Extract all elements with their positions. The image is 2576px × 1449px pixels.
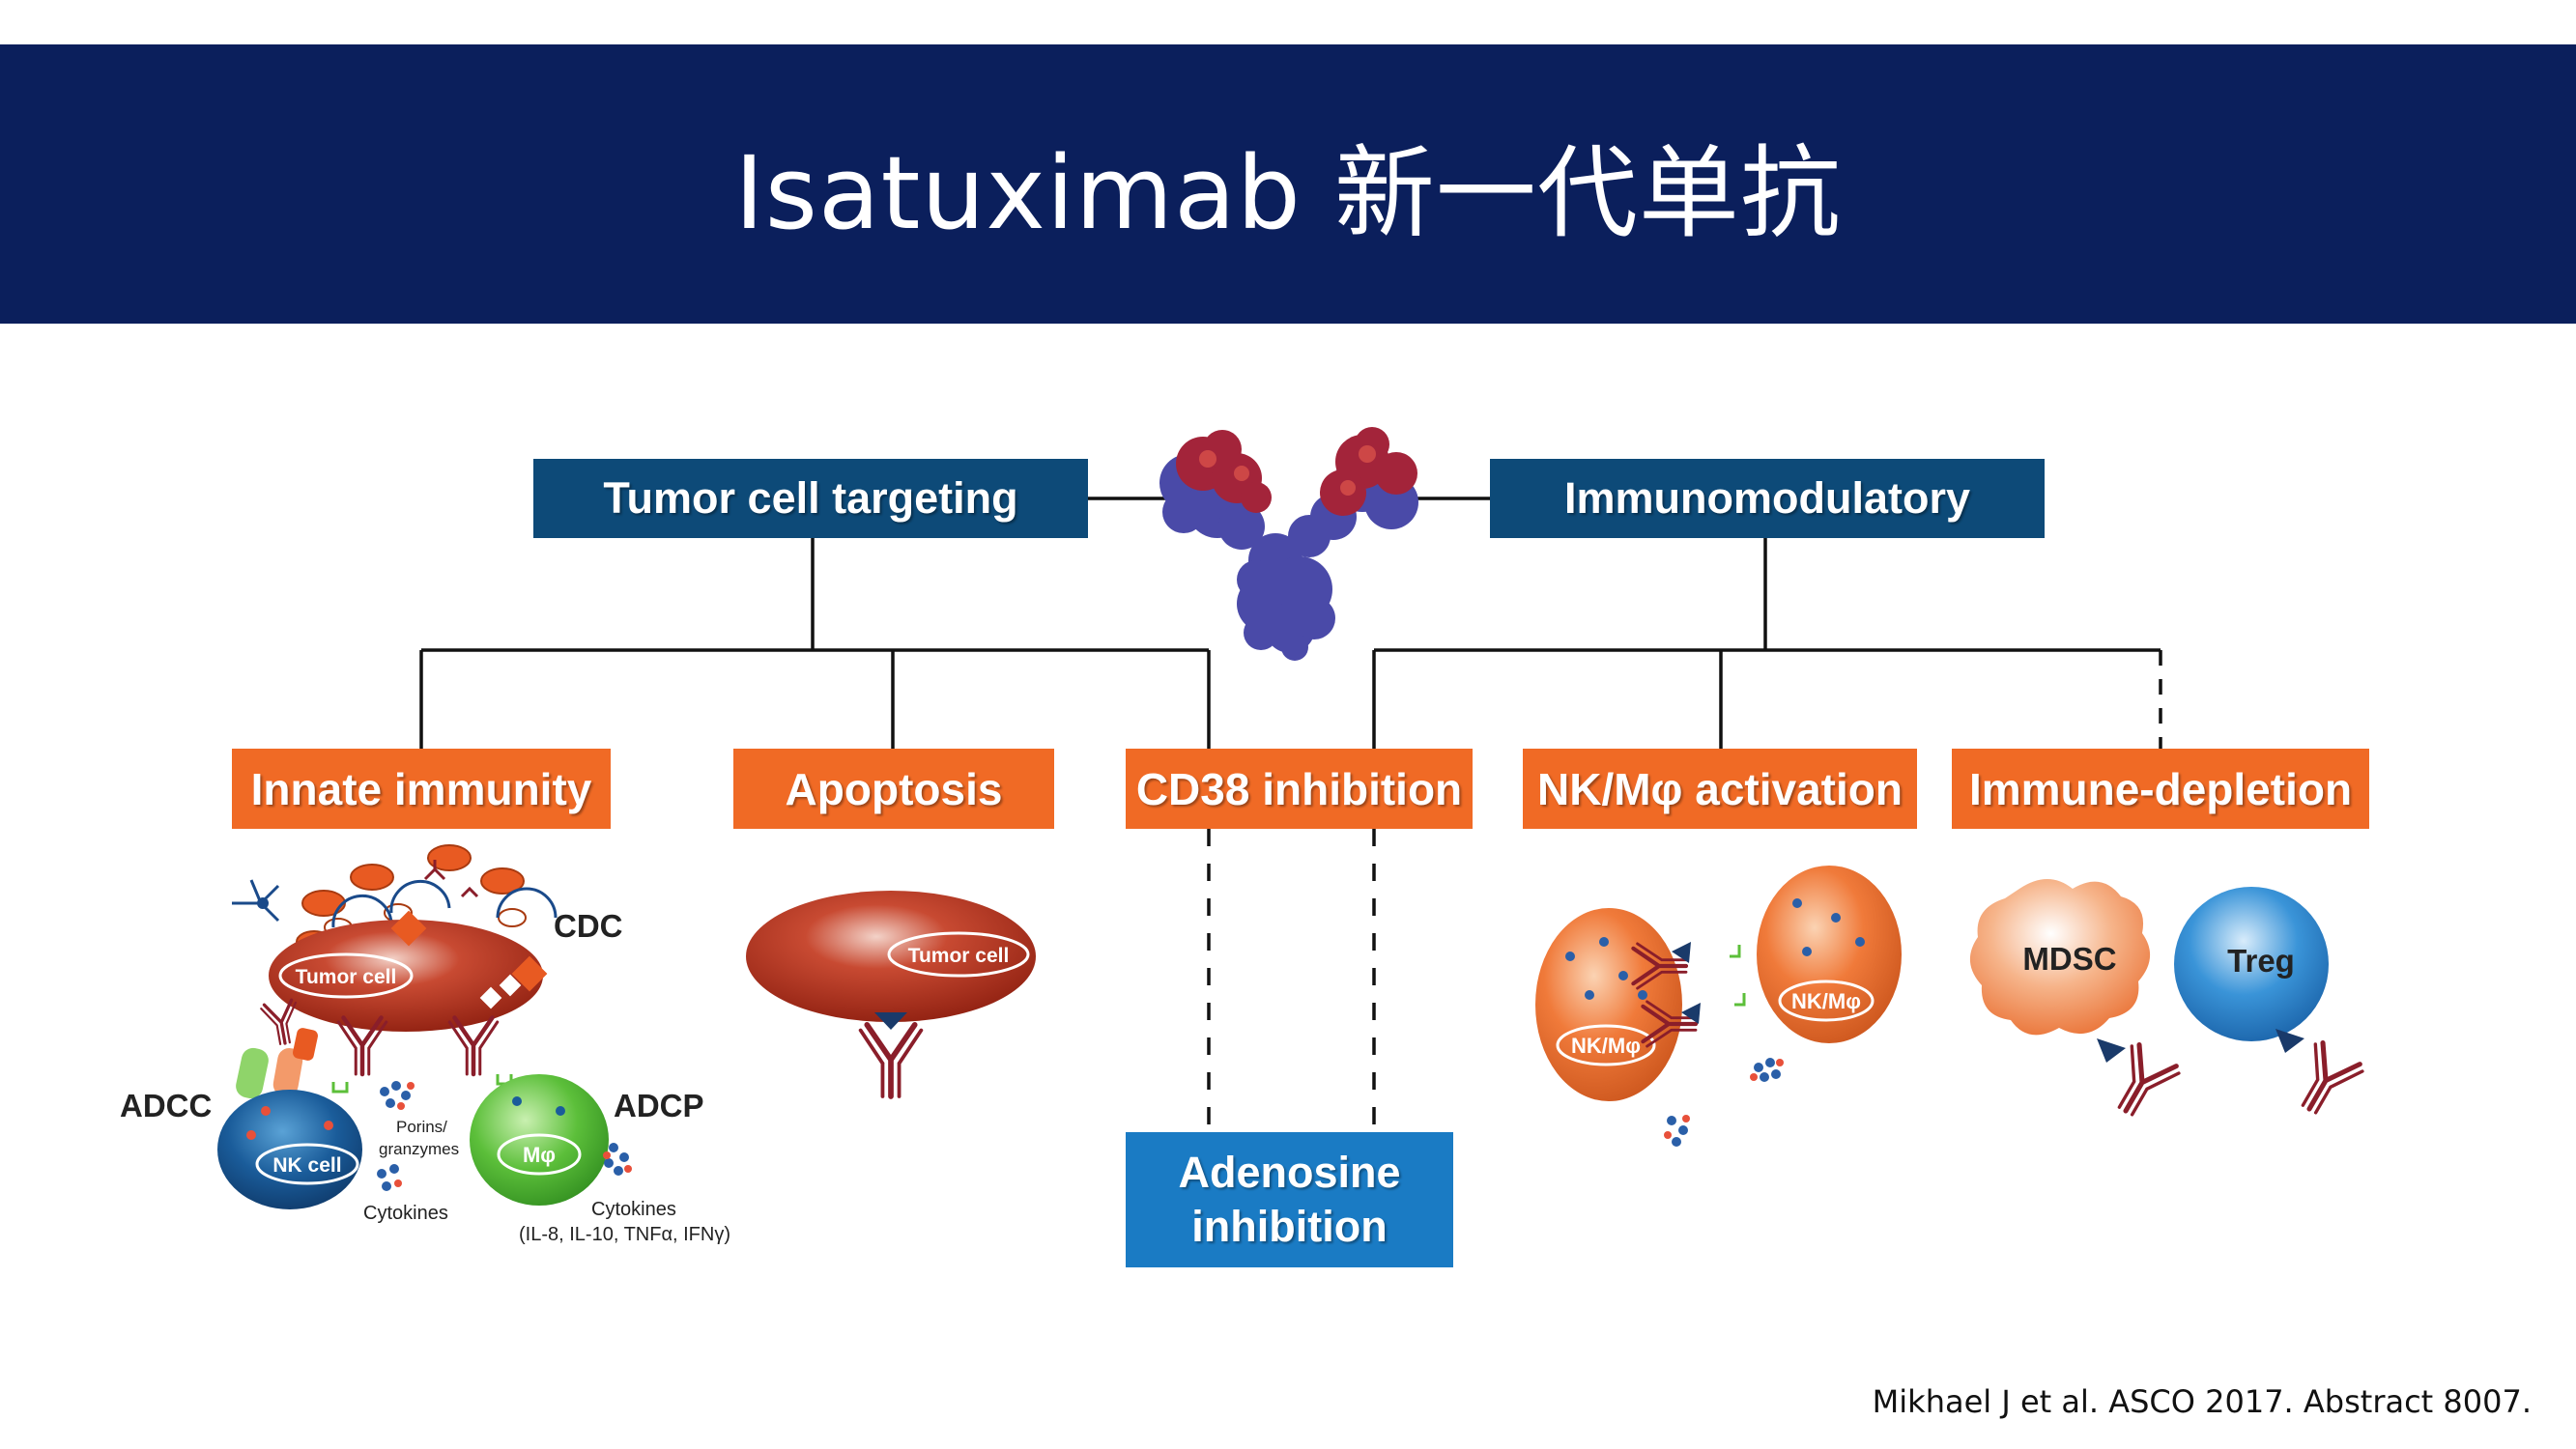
nk-activation-box: NK/Mφ activation — [1523, 749, 1917, 829]
tumor-cell-apoptosis — [746, 891, 1036, 1022]
immune-depletion-box: Immune-depletion — [1952, 749, 2369, 829]
cytokines-list-label: (IL-8, IL-10, TNFα, IFNγ) — [519, 1224, 730, 1245]
cytokine-dots — [377, 1081, 629, 1191]
porins-label: Porins/ — [396, 1118, 447, 1136]
adenosine-line1: Adenosine — [1178, 1148, 1401, 1197]
tumor-cell-targeting-box: Tumor cell targeting — [533, 459, 1088, 538]
cytokine-dots-nk — [1667, 1058, 1781, 1147]
mdsc-label: MDSC — [2022, 941, 2116, 977]
immune-depletion-illustration — [1969, 879, 2365, 1124]
tumor-cell-left — [269, 920, 543, 1032]
connector-lines — [419, 497, 2162, 1132]
nk-cell-label: NK cell — [272, 1154, 341, 1177]
immunomodulatory-box: Immunomodulatory — [1490, 459, 2045, 538]
apoptosis-illustration — [746, 891, 1036, 1096]
adcc-label: ADCC — [120, 1088, 212, 1123]
tumor-cell-label: Tumor cell — [296, 966, 397, 988]
adenosine-line2: inhibition — [1191, 1202, 1388, 1251]
cdc-label: CDC — [554, 908, 623, 944]
treg-label: Treg — [2227, 943, 2295, 979]
page-title: Isatuximab 新一代单抗 — [734, 134, 1842, 252]
innate-immunity-box: Innate immunity — [232, 749, 611, 829]
nk-m-label-right: NK/Mφ — [1791, 989, 1861, 1013]
macrophage-cell — [470, 1074, 609, 1206]
nk-m-label-left: NK/Mφ — [1571, 1034, 1641, 1058]
title-banner: Isatuximab 新一代单抗 — [0, 44, 2576, 324]
tumor-cell-apoptosis-label: Tumor cell — [908, 945, 1010, 967]
apoptosis-box: Apoptosis — [733, 749, 1054, 829]
nk-activation-illustration — [1535, 866, 1902, 1147]
nk-m-cell-left — [1535, 908, 1682, 1101]
nk-cell — [217, 1090, 362, 1209]
cytokines-label-m: Cytokines — [591, 1199, 676, 1220]
nk-m-cell-right — [1757, 866, 1902, 1043]
antibody-structure-icon — [1159, 427, 1418, 661]
macrophage-label: Mφ — [523, 1143, 556, 1167]
innate-immunity-illustration — [217, 844, 632, 1209]
mdsc-cell — [1969, 879, 2151, 1036]
treg-cell — [2174, 887, 2329, 1041]
citation: Mikhael J et al. ASCO 2017. Abstract 800… — [1872, 1383, 2532, 1420]
adcp-label: ADCP — [614, 1088, 704, 1123]
granzymes-label: granzymes — [379, 1140, 459, 1158]
cd38-inhibition-box: CD38 inhibition — [1126, 749, 1473, 829]
cytokine-dots-red — [394, 1082, 632, 1187]
cytokines-label-nk: Cytokines — [363, 1203, 448, 1224]
adenosine-inhibition-box: Adenosine inhibition — [1126, 1132, 1453, 1267]
